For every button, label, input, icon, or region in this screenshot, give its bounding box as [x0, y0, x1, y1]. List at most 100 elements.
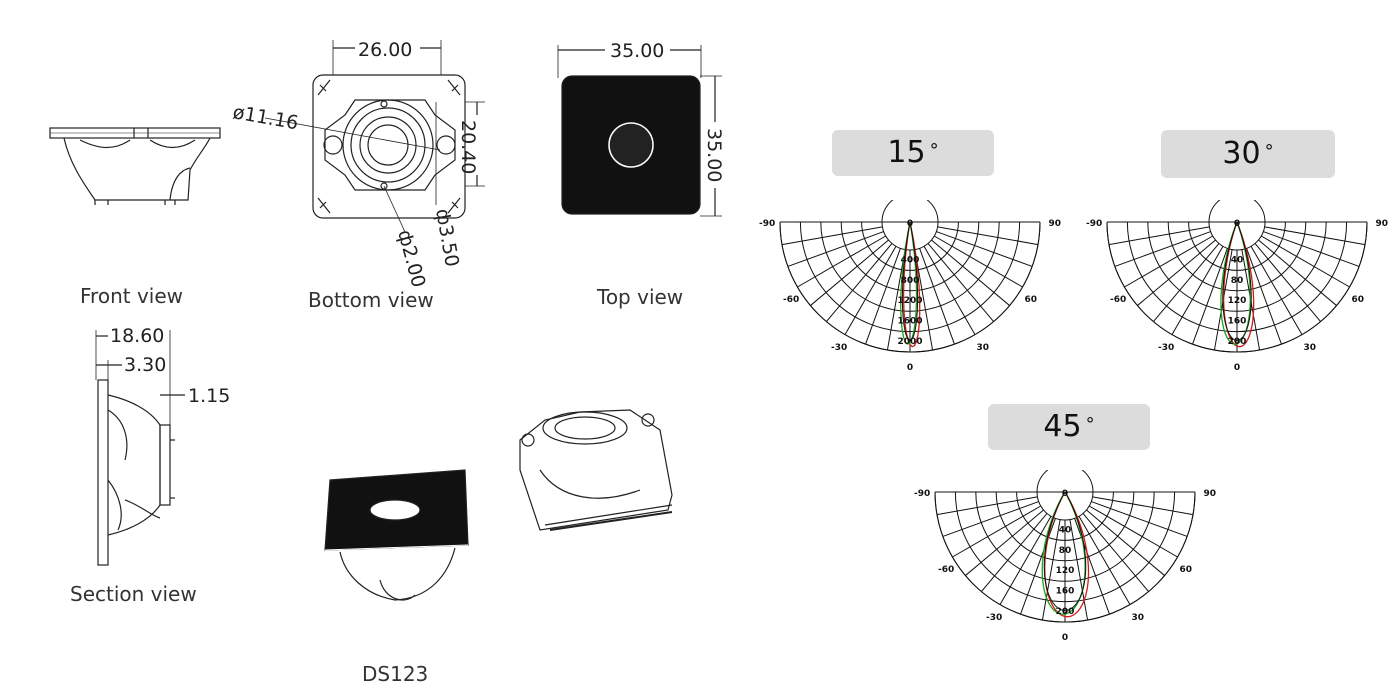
- radial-tick-label: 800: [901, 276, 920, 286]
- dim-bottom-diameter: ø11.16: [231, 101, 300, 134]
- beam-angle-badge-45: 45°: [988, 404, 1150, 450]
- beam-curve-green: [1220, 221, 1252, 345]
- radial-tick-label: 2000: [897, 337, 922, 347]
- polar-spoke: [1171, 245, 1224, 335]
- radial-tick-label: 0: [1234, 219, 1240, 229]
- angle-label: -90: [759, 219, 775, 229]
- angle-label: 0: [907, 363, 913, 373]
- angle-label: 90: [1203, 489, 1216, 499]
- model-label: DS123: [362, 662, 429, 686]
- angle-label: 60: [1351, 295, 1364, 305]
- radial-tick-label: 80: [1231, 276, 1244, 286]
- angle-label: -90: [1086, 219, 1102, 229]
- polar-spoke: [942, 501, 1039, 537]
- polar-spoke: [936, 231, 1033, 267]
- polar-spoke: [844, 245, 897, 335]
- angle-label: -60: [1110, 295, 1126, 305]
- front-view-label: Front view: [80, 284, 183, 308]
- beam-curve-black: [1222, 221, 1252, 341]
- polar-spoke: [1137, 239, 1216, 306]
- beam-curve-red: [902, 221, 921, 348]
- polar-spoke: [865, 248, 901, 345]
- angle-label: 90: [1375, 219, 1388, 229]
- polar-spoke: [1258, 239, 1337, 306]
- polar-spoke: [1086, 509, 1165, 576]
- beam-curve-green: [1041, 491, 1086, 615]
- polar-spoke: [1246, 248, 1282, 345]
- polar-spoke: [787, 231, 884, 267]
- angle-label: 30: [976, 343, 989, 353]
- polar-spoke: [1088, 505, 1178, 558]
- beam-angle-value: 30: [1222, 136, 1261, 171]
- polar-spoke: [826, 243, 893, 322]
- polar-spoke: [952, 505, 1042, 558]
- section-view-label: Section view: [70, 582, 197, 606]
- angle-label: -60: [783, 295, 799, 305]
- polar-spoke: [1250, 245, 1303, 335]
- polar-spoke: [1254, 243, 1321, 322]
- beam-angle-value: 45: [1043, 409, 1082, 444]
- polar-spoke: [1263, 231, 1360, 267]
- angle-label: -60: [938, 565, 954, 575]
- dim-top-height: 35.00: [703, 128, 725, 182]
- beam-curve-black: [1043, 491, 1087, 611]
- beam-angle-badge-15: 15°: [832, 130, 994, 176]
- polar-spoke: [1108, 226, 1210, 246]
- dim-bottom-hole-large: ф3.50: [431, 207, 463, 268]
- dim-bottom-height: 20.40: [457, 120, 479, 174]
- iso-view-grid-drawing: [324, 469, 469, 601]
- radial-tick-label: 160: [1228, 317, 1247, 327]
- polar-spoke: [1041, 519, 1061, 621]
- front-view-drawing: [49, 127, 221, 205]
- bottom-view-drawing: [264, 40, 485, 233]
- polar-spoke: [965, 509, 1044, 576]
- radial-tick-label: 120: [1228, 296, 1247, 306]
- polar-spoke: [1082, 513, 1149, 592]
- polar-spoke: [981, 513, 1048, 592]
- degree-symbol: °: [1085, 414, 1095, 435]
- degree-symbol: °: [929, 140, 939, 161]
- beam-angle-value: 15: [887, 135, 926, 170]
- polar-spoke: [931, 239, 1010, 306]
- polar-spoke: [927, 243, 994, 322]
- iso-view-body-drawing: [519, 409, 673, 531]
- beam-curve-red: [1044, 491, 1090, 618]
- radial-tick-label: 400: [901, 255, 920, 265]
- bottom-view-label: Bottom view: [308, 288, 434, 312]
- radial-tick-label: 200: [1056, 607, 1075, 617]
- angle-label: -30: [986, 613, 1002, 623]
- beam-curve-red: [1222, 221, 1255, 348]
- polar-spoke: [937, 226, 1039, 246]
- polar-spoke: [933, 235, 1023, 288]
- top-view-drawing: [557, 45, 722, 217]
- polar-spoke: [1092, 496, 1194, 516]
- polar-spoke: [886, 249, 906, 351]
- polar-spoke: [1074, 518, 1110, 615]
- angle-label: 0: [1234, 363, 1240, 373]
- beam-angle-badge-30: 30°: [1161, 130, 1335, 178]
- angle-label: 90: [1048, 219, 1061, 229]
- dim-section-step: 1.15: [188, 385, 230, 407]
- radial-tick-label: 0: [907, 219, 913, 229]
- beam-curve-green: [900, 221, 918, 345]
- polar-spoke: [1124, 235, 1214, 288]
- polar-spoke: [1264, 226, 1366, 246]
- polar-spoke: [781, 226, 883, 246]
- radial-tick-label: 80: [1059, 546, 1072, 556]
- angle-label: 0: [1062, 633, 1068, 643]
- angle-label: -90: [914, 489, 930, 499]
- angle-label: -30: [1158, 343, 1174, 353]
- radial-tick-label: 1200: [897, 296, 922, 306]
- degree-symbol: °: [1264, 141, 1274, 162]
- polar-spoke: [936, 496, 1038, 516]
- polar-spoke: [923, 245, 976, 335]
- polar-grid: [779, 200, 1041, 353]
- radial-tick-label: 120: [1056, 566, 1075, 576]
- radial-tick-label: 1600: [897, 317, 922, 327]
- angle-label: -30: [831, 343, 847, 353]
- radial-tick-label: 200: [1228, 337, 1247, 347]
